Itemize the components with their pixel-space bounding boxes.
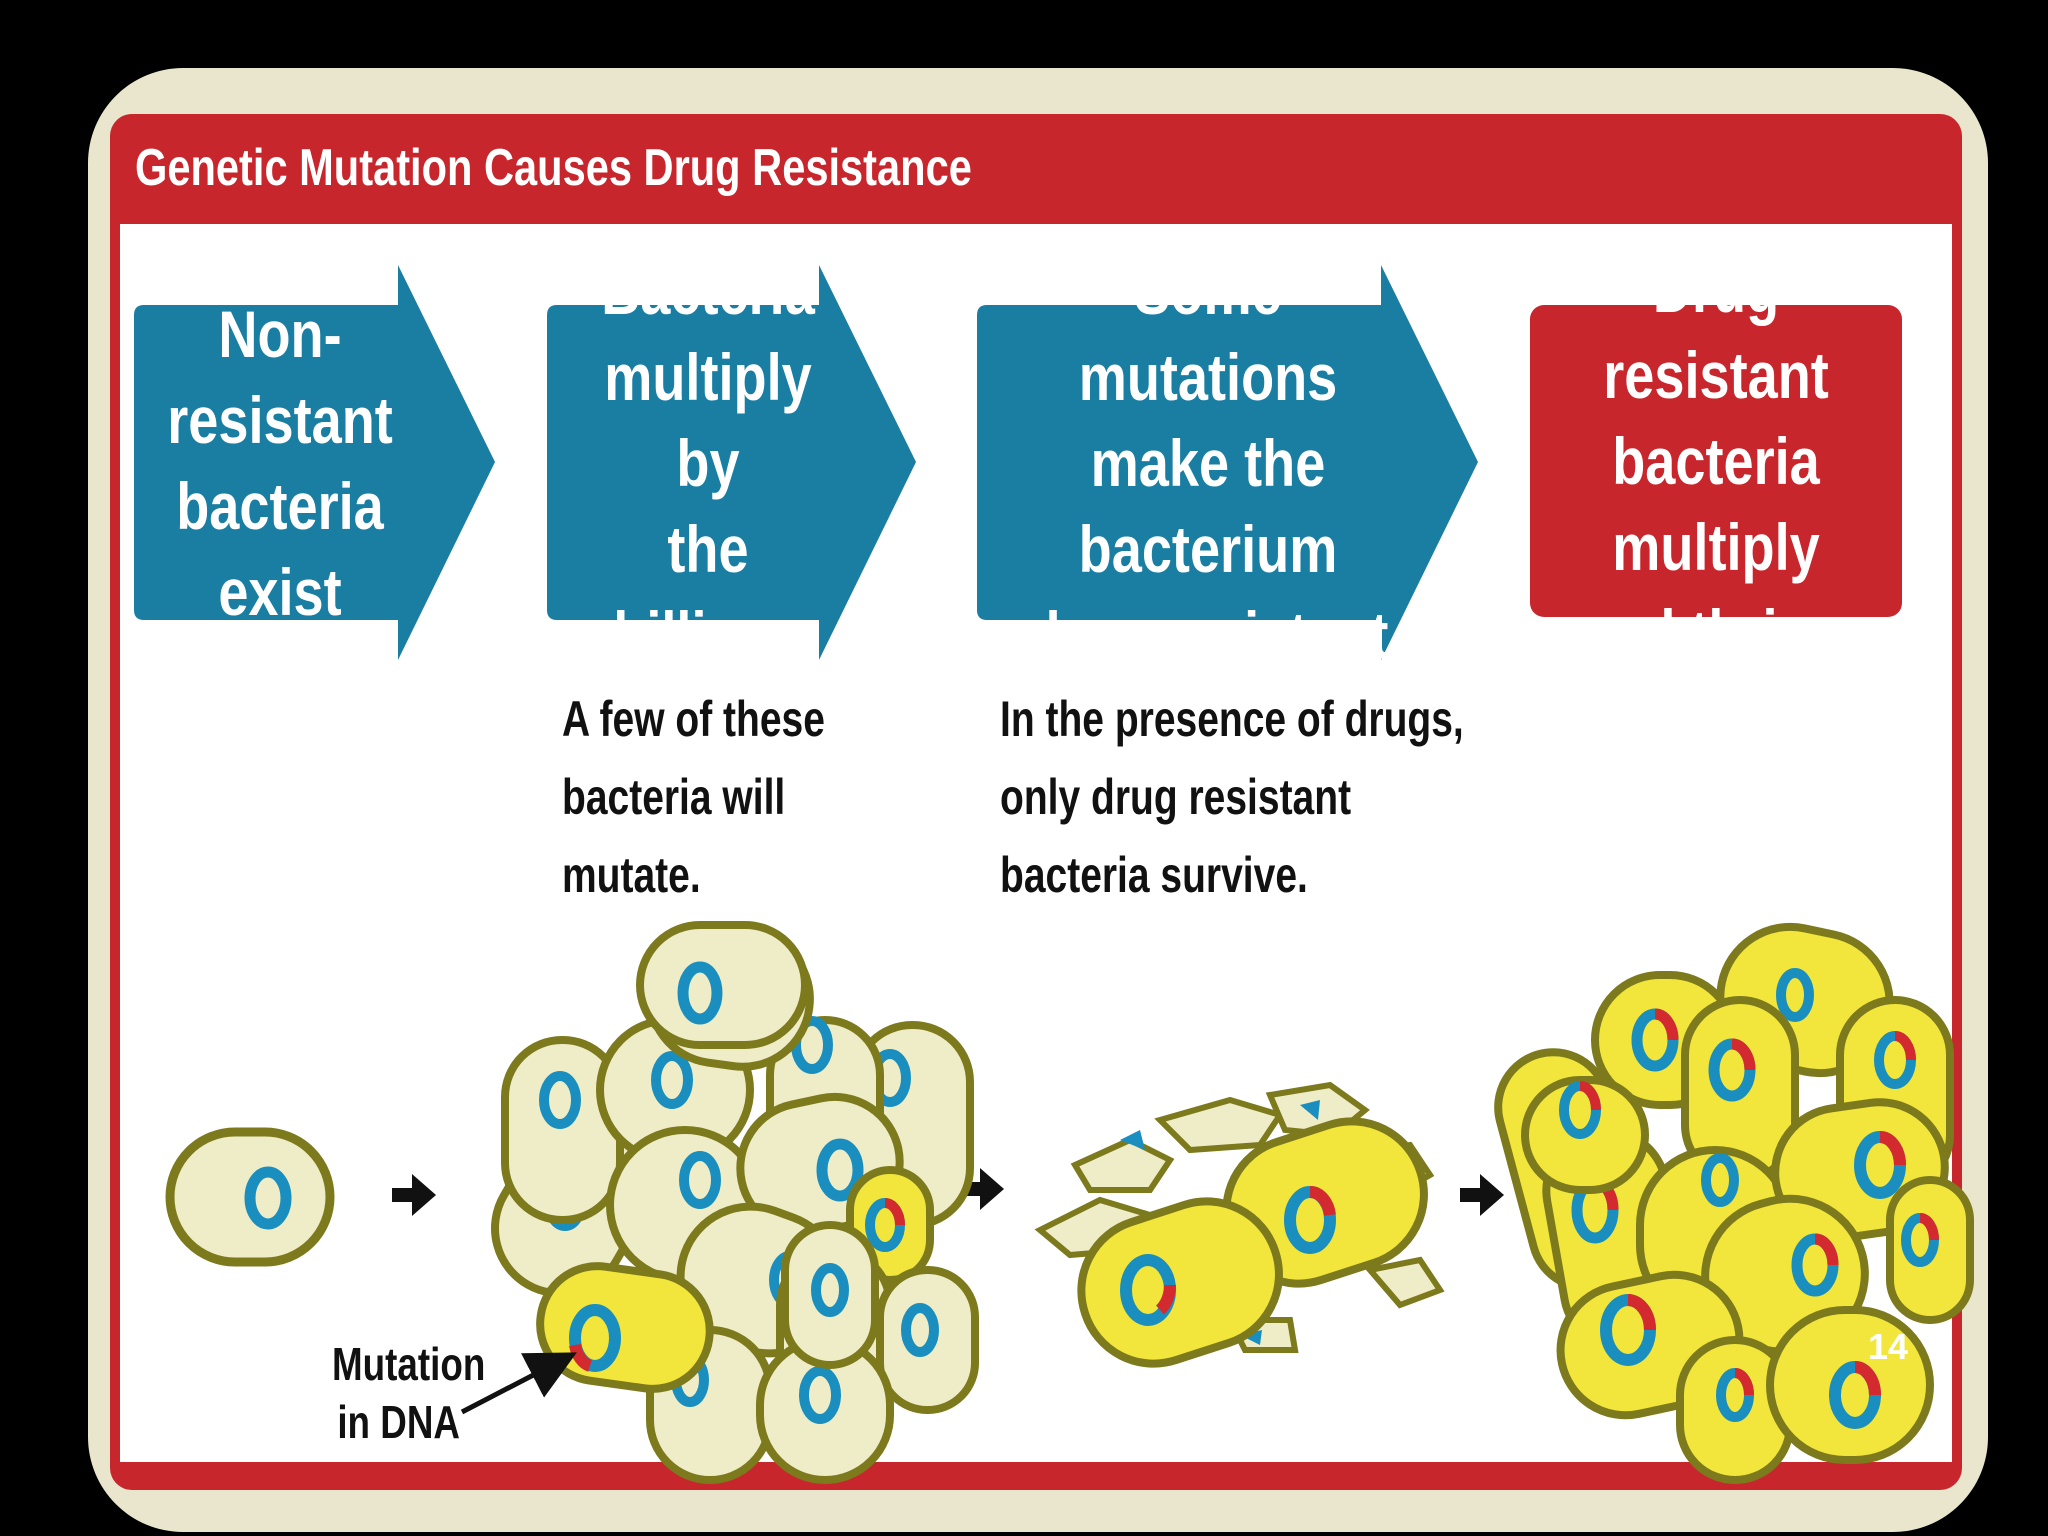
flow-arrow-3 bbox=[1460, 1174, 1504, 1216]
step-arrow-non-resistant: Non-resistant bacteria exist bbox=[130, 265, 500, 660]
diagram-title: Genetic Mutation Causes Drug Resistance bbox=[135, 139, 972, 197]
step-arrow-multiply: Bacteria multiply by the billions bbox=[543, 254, 921, 672]
slide-number: 14 bbox=[1868, 1326, 1909, 1367]
step-label-4: Drug resistant bacteria multiply and thr… bbox=[1579, 252, 1853, 670]
bacterium-single bbox=[165, 1127, 335, 1267]
bacteria-cluster-multiplied bbox=[491, 921, 979, 1484]
note-survive: In the presence of drugs, only drug resi… bbox=[1000, 691, 1464, 903]
bacteria-survivors bbox=[1034, 1081, 1445, 1368]
arrow-shape-3 bbox=[977, 265, 1478, 660]
bacteria-cluster-resistant bbox=[1494, 922, 1974, 1484]
mutation-label: Mutation in DNA bbox=[332, 1338, 486, 1448]
step-label-1: Non-resistant bacteria exist bbox=[167, 296, 393, 629]
arrow-shape-1 bbox=[134, 265, 495, 660]
flow-arrow-1 bbox=[392, 1174, 436, 1216]
mutation-pointer-line bbox=[460, 1352, 577, 1415]
step-label-2: Bacteria multiply by the billions bbox=[601, 253, 815, 672]
box-shape-4 bbox=[1530, 305, 1902, 617]
note-mutate: A few of these bacteria will mutate. bbox=[562, 691, 825, 903]
step-box-thrive: Drug resistant bacteria multiply and thr… bbox=[1530, 252, 1902, 670]
step-label-3: Some mutations make the bacterium drug r… bbox=[1027, 253, 1389, 672]
arrow-shape-2 bbox=[547, 265, 916, 660]
step-arrow-mutations: Some mutations make the bacterium drug r… bbox=[973, 254, 1483, 672]
